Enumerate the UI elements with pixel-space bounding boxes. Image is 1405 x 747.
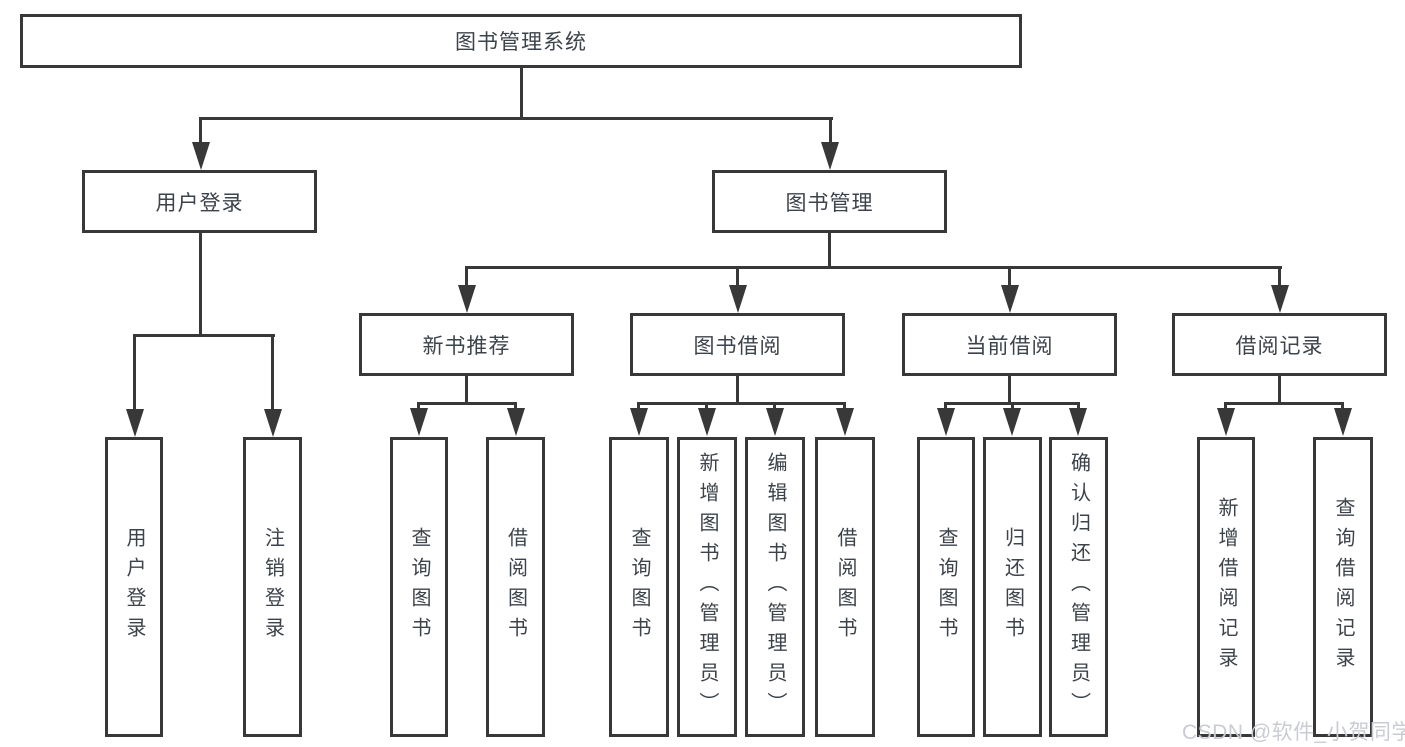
connector-line (843, 402, 846, 411)
arrowhead-icon (458, 285, 476, 313)
leaf-edit-book-admin: 编辑图书（管理员） (745, 437, 805, 737)
arrowhead-icon (766, 408, 784, 436)
connector-line (1278, 266, 1281, 287)
connector-line (1224, 402, 1227, 411)
connector-line (944, 402, 947, 411)
connector-line (199, 117, 833, 120)
node-book-borrowing: 图书借阅 (630, 313, 845, 376)
connector-line (199, 233, 202, 337)
arrowhead-icon (1003, 408, 1021, 436)
connector-line (271, 334, 274, 412)
leaf-borrow-books-recommend: 借阅图书 (486, 437, 545, 737)
arrowhead-icon (836, 408, 854, 436)
leaf-query-books-borrowing: 查询图书 (609, 437, 669, 737)
arrowhead-icon (192, 142, 210, 170)
connector-line (829, 117, 832, 144)
arrowhead-icon (630, 408, 648, 436)
leaf-add-borrow-record: 新增借阅记录 (1197, 437, 1255, 737)
arrowhead-icon (1069, 408, 1087, 436)
connector-line (1341, 402, 1344, 411)
connector-line (828, 233, 831, 269)
leaf-user-login: 用户登录 (105, 437, 163, 737)
leaf-add-book-admin: 新增图书（管理员） (677, 437, 737, 737)
connector-line (133, 334, 275, 337)
node-current-borrowing: 当前借阅 (902, 313, 1117, 376)
connector-line (1008, 376, 1011, 405)
connector-line (417, 402, 420, 411)
connector-line (133, 334, 136, 412)
leaf-borrow-books: 借阅图书 (815, 437, 875, 737)
connector-line (1011, 402, 1014, 411)
connector-line (773, 402, 776, 411)
arrowhead-icon (1001, 285, 1019, 313)
arrowhead-icon (698, 408, 716, 436)
connector-line (1278, 376, 1281, 405)
connector-line (705, 402, 708, 411)
arrowhead-icon (729, 285, 747, 313)
connector-line (465, 376, 468, 405)
arrowhead-icon (507, 408, 525, 436)
connector-line (1077, 402, 1080, 411)
connector-line (638, 402, 846, 405)
connector-line (637, 402, 640, 411)
node-library-management-system: 图书管理系统 (20, 14, 1022, 68)
connector-line (514, 402, 517, 411)
csdn-watermark: CSDN @软件_小贺同学 (1182, 721, 1405, 744)
leaf-query-books-recommend: 查询图书 (390, 437, 448, 737)
connector-line (199, 117, 202, 144)
leaf-query-books-current: 查询图书 (917, 437, 975, 737)
node-new-book-recommendation: 新书推荐 (359, 313, 574, 376)
leaf-query-borrow-record: 查询借阅记录 (1313, 437, 1373, 737)
arrowhead-icon (1271, 285, 1289, 313)
node-book-management: 图书管理 (712, 170, 947, 233)
arrowhead-icon (937, 408, 955, 436)
arrowhead-icon (410, 408, 428, 436)
connector-line (465, 266, 1282, 269)
connector-line (736, 376, 739, 405)
arrowhead-icon (264, 409, 282, 437)
arrowhead-icon (126, 409, 144, 437)
leaf-confirm-return-admin: 确认归还（管理员） (1049, 437, 1108, 737)
connector-line (520, 68, 523, 118)
arrowhead-icon (1217, 408, 1235, 436)
connector-line (465, 266, 468, 287)
node-user-login: 用户登录 (82, 170, 317, 233)
node-borrowing-records: 借阅记录 (1172, 313, 1387, 376)
connector-line (417, 402, 517, 405)
connector-line (736, 266, 739, 287)
leaf-logout: 注销登录 (243, 437, 302, 737)
connector-line (1224, 402, 1344, 405)
arrowhead-icon (821, 142, 839, 170)
arrowhead-icon (1334, 408, 1352, 436)
leaf-return-books: 归还图书 (983, 437, 1042, 737)
connector-line (1008, 266, 1011, 287)
